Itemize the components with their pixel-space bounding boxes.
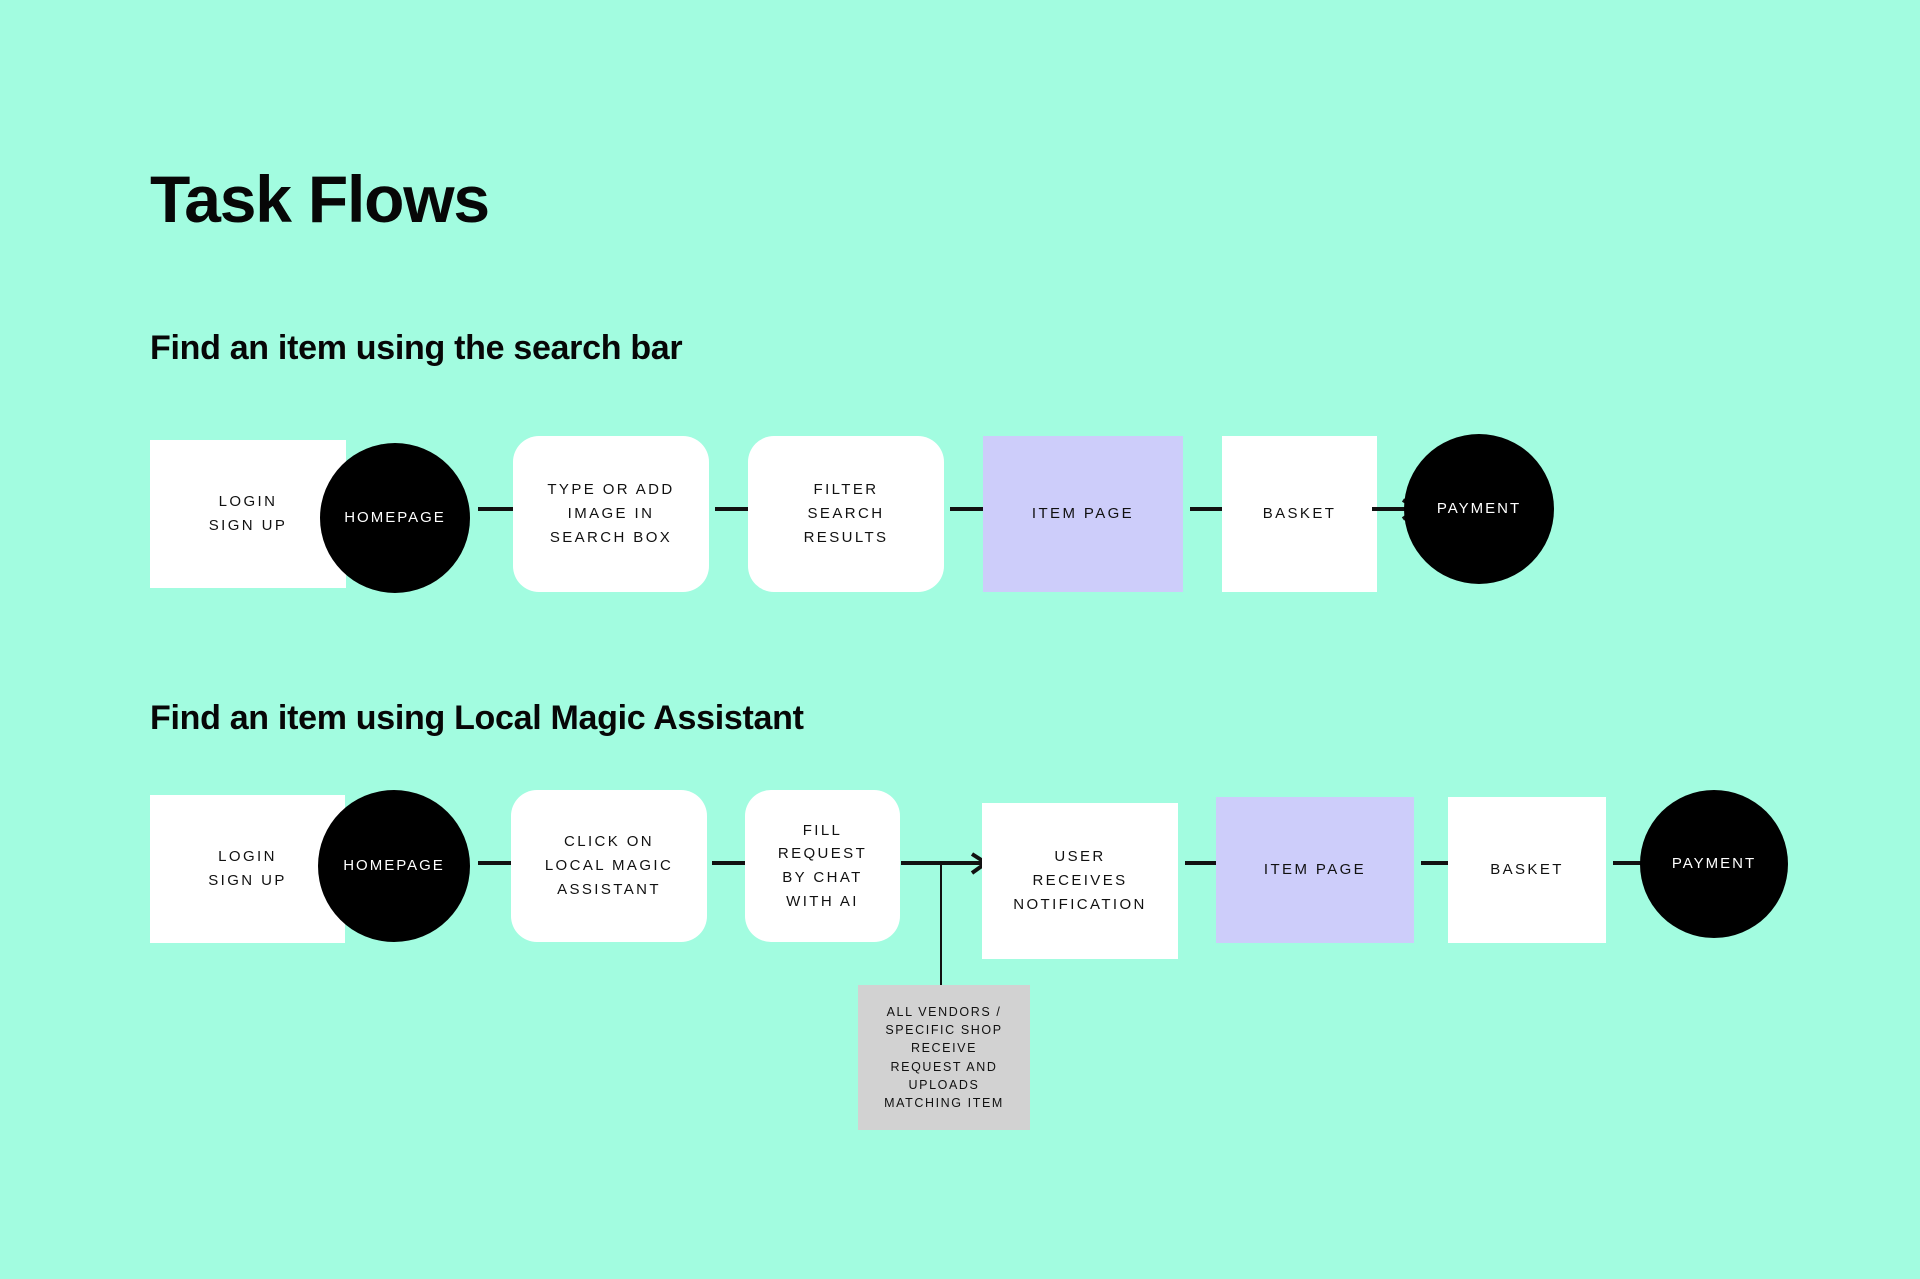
node-click-local-magic-assistant-row2[interactable]: CLICK ON LOCAL MAGIC ASSISTANT [511, 790, 707, 942]
node-label: USER RECEIVES NOTIFICATION [1013, 848, 1147, 913]
node-basket-row2[interactable]: BASKET [1448, 797, 1606, 943]
node-user-receives-notification-row2[interactable]: USER RECEIVES NOTIFICATION [982, 803, 1178, 959]
node-homepage-row2[interactable]: HOMEPAGE [318, 790, 470, 942]
node-label: ITEM PAGE [1263, 861, 1367, 879]
node-type-or-add-image-row1[interactable]: TYPE OR ADD IMAGE IN SEARCH BOX [513, 436, 709, 592]
node-label: LOGIN SIGN UP [208, 848, 287, 889]
node-item-page-row1[interactable]: ITEM PAGE [983, 436, 1183, 592]
node-homepage-row1[interactable]: HOMEPAGE [320, 443, 470, 593]
node-label: LOGIN SIGN UP [208, 493, 288, 534]
node-label: ITEM PAGE [1031, 505, 1135, 523]
node-label: PAYMENT [1436, 500, 1522, 518]
node-item-page-row2[interactable]: ITEM PAGE [1216, 797, 1414, 943]
node-payment-row1[interactable]: PAYMENT [1404, 434, 1554, 584]
page-title: Task Flows [150, 162, 490, 236]
node-login-sign-up-row1[interactable]: LOGIN SIGN UP [150, 440, 346, 588]
node-label: BASKET [1490, 861, 1564, 879]
node-fill-request-by-chat-row2[interactable]: FILL REQUEST BY CHAT WITH AI [745, 790, 900, 942]
node-label: PAYMENT [1671, 855, 1757, 873]
annotation-vendor-upload-note[interactable]: ALL VENDORS / SPECIFIC SHOP RECEIVE REQU… [858, 985, 1030, 1130]
node-basket-row1[interactable]: BASKET [1222, 436, 1377, 592]
section-heading-search-bar-flow: Find an item using the search bar [150, 329, 683, 367]
node-label: CLICK ON LOCAL MAGIC ASSISTANT [544, 833, 674, 898]
node-label: BASKET [1262, 505, 1337, 523]
node-label: HOMEPAGE [343, 857, 445, 875]
section-heading-local-magic-assistant-flow: Find an item using Local Magic Assistant [150, 699, 804, 737]
node-label: TYPE OR ADD IMAGE IN SEARCH BOX [547, 481, 675, 546]
annotation-label: ALL VENDORS / SPECIFIC SHOP RECEIVE REQU… [884, 1005, 1004, 1110]
branch-connector-line [940, 863, 942, 985]
node-label: FILL REQUEST BY CHAT WITH AI [777, 821, 868, 910]
node-label: HOMEPAGE [344, 509, 446, 527]
node-label: FILTER SEARCH RESULTS [803, 481, 889, 546]
node-login-sign-up-row2[interactable]: LOGIN SIGN UP [150, 795, 345, 943]
arrow-fill-request-to-user-notification [901, 852, 991, 875]
node-filter-search-results-row1[interactable]: FILTER SEARCH RESULTS [748, 436, 944, 592]
node-payment-row2[interactable]: PAYMENT [1640, 790, 1788, 938]
